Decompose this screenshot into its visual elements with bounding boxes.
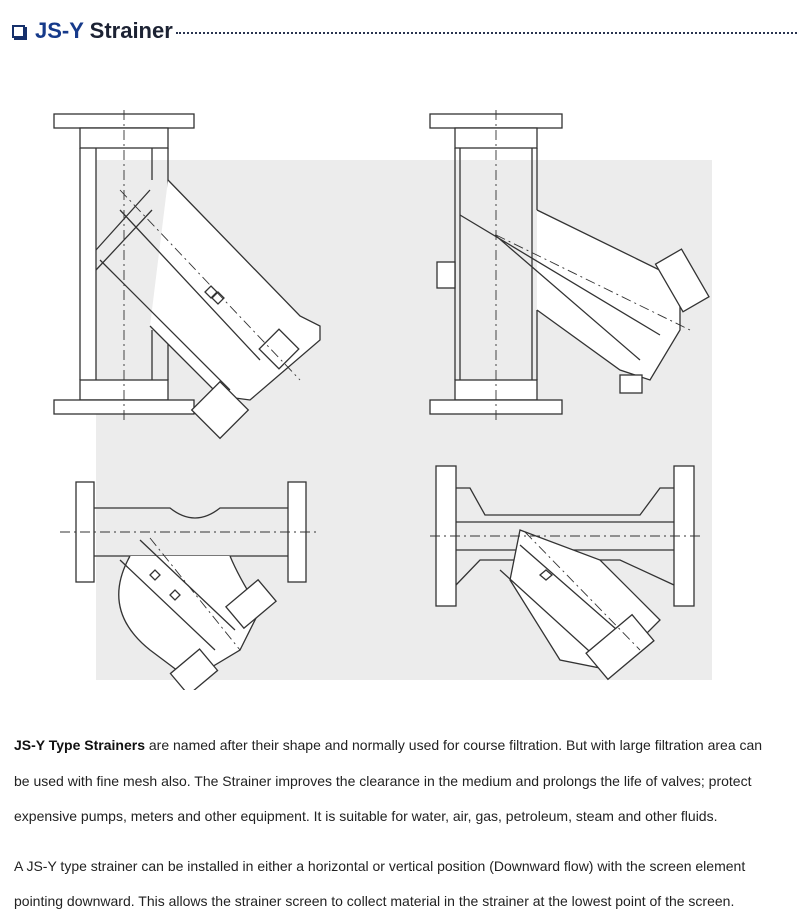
title-word: Strainer: [89, 18, 173, 43]
p1-line1: are named after their shape and normally…: [144, 737, 763, 753]
strainer-drawings: [0, 90, 797, 690]
product-name: JS-Y Type Strainers: [14, 737, 145, 753]
checkbox-icon: [12, 24, 27, 40]
p1-line3: expensive pumps, meters and other equipm…: [14, 808, 718, 824]
description-paragraph-2: A JS-Y type strainer can be installed in…: [14, 849, 797, 920]
description-paragraph-1: JS-Y Type Strainers are named after thei…: [14, 728, 797, 835]
dotted-rule: [175, 22, 797, 34]
horizontal-strainer-drawing-left: [60, 481, 320, 690]
p2-line2: pointing downward. This allows the strai…: [14, 893, 735, 909]
vertical-strainer-drawing-left: [53, 110, 321, 440]
section-title: JS-Y Strainer: [35, 18, 173, 44]
p2-line1: A JS-Y type strainer can be installed in…: [14, 857, 746, 874]
section-header: JS-Y Strainer: [12, 14, 797, 48]
title-code: JS-Y: [35, 18, 84, 43]
horizontal-strainer-drawing-right: [430, 465, 700, 681]
vertical-strainer-drawing-right: [429, 110, 710, 420]
description-text: JS-Y Type Strainers are named after thei…: [14, 728, 797, 920]
p1-line2: be used with fine mesh also. The Straine…: [14, 772, 752, 789]
